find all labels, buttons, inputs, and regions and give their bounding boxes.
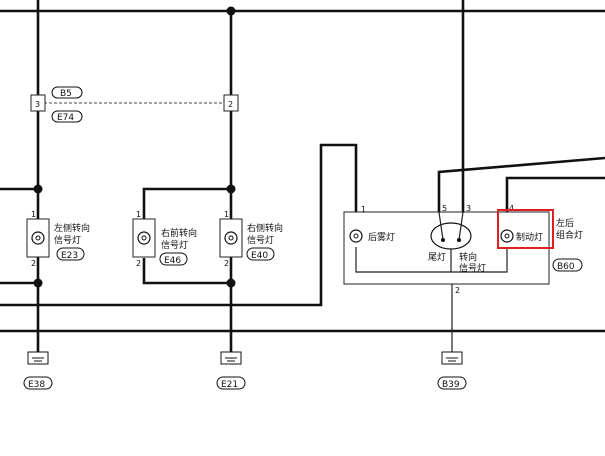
bulb-icon [137, 231, 151, 245]
ground-e21: E21 [216, 351, 246, 390]
connector-pin-box [223, 94, 239, 112]
connector-label-e46: E46 [164, 256, 181, 266]
pin-number: 1 [361, 205, 366, 214]
connector-label-b5: B5 [60, 89, 72, 99]
bulb-icon [224, 231, 238, 245]
lamp-label: 右前转向 [161, 227, 197, 239]
wire-e46-top [142, 187, 231, 228]
ground-e38: E38 [23, 351, 53, 390]
lamp-label: 左侧转向 [54, 222, 90, 234]
filament-lead [458, 211, 464, 241]
pin-number: 2 [224, 259, 229, 268]
lamp-label: 信号灯 [54, 234, 81, 246]
lamp-label: 尾灯 [428, 252, 446, 263]
lamp-b60-combination: 1 后雾灯 5 3 尾灯 转向 信号灯 4 制动灯 左后 组合灯 B60 2 [343, 204, 583, 295]
connector-pin-box [30, 94, 46, 112]
pin-number: 4 [509, 204, 514, 213]
pin-number: 2 [136, 259, 141, 268]
pin-number: 1 [224, 210, 229, 219]
wire-e46-bottom [142, 258, 231, 285]
internal-ground-wire [355, 247, 508, 273]
connector-tag-e23 [56, 247, 85, 261]
filament-lead [438, 211, 444, 241]
wire-tail-feed [437, 156, 605, 228]
pin-number: 2 [455, 286, 460, 295]
lamp-label: 右侧转向 [247, 222, 283, 234]
junction-dots [33, 6, 455, 288]
bulb-filament-icon [504, 233, 510, 239]
pin-number: 3 [35, 100, 40, 109]
lamp-label: 组合灯 [556, 229, 583, 241]
pin-number: 5 [442, 204, 447, 213]
junction-dot [33, 184, 43, 194]
bulb-filament-icon [35, 235, 41, 241]
junction-dot [226, 278, 236, 288]
connector-label-e21: E21 [221, 380, 238, 390]
lamp-label: 信号灯 [161, 239, 188, 251]
connector-tag-e38 [23, 376, 53, 390]
connector-label-e23: E23 [61, 251, 78, 261]
wire-brake-feed [505, 176, 605, 228]
junction-dot [33, 278, 43, 288]
lamp-label: 信号灯 [247, 234, 274, 246]
lamp-label: 后雾灯 [368, 232, 395, 243]
wire-rear-fog-feed [0, 143, 358, 307]
bulb-filament-icon [228, 235, 234, 241]
bulb-icon [31, 231, 45, 245]
lamp-label: 制动灯 [516, 231, 543, 243]
lamp-label: 转向 [459, 251, 477, 263]
connector-tag-b39 [437, 376, 467, 390]
bulb-filament-icon [141, 235, 147, 241]
pin-number: 2 [31, 259, 36, 268]
connector-tag-e40 [246, 247, 275, 261]
lamp-e40: 1 2 右侧转向 信号灯 E40 [219, 210, 283, 268]
bulb-icon-brake [500, 229, 514, 243]
connector-tag-e21 [216, 376, 246, 390]
connector-label-b60: B60 [557, 262, 575, 272]
bulb-filament-icon [353, 233, 359, 239]
lamp-e23: 1 2 左侧转向 信号灯 E23 [26, 210, 90, 268]
lamp-label: 左后 [556, 217, 574, 229]
connector-label-e74: E74 [57, 113, 74, 123]
junction-dot [226, 6, 236, 16]
connector-label-e40: E40 [251, 251, 268, 261]
connector-label-b39: B39 [442, 380, 460, 390]
pin-number: 2 [228, 100, 233, 109]
lamp-e46: 1 2 右前转向 信号灯 E46 [132, 210, 197, 268]
wires [0, 0, 605, 362]
connector-label-e38: E38 [28, 380, 45, 390]
pin-number: 1 [136, 210, 141, 219]
ground-b39: B39 [437, 351, 467, 390]
pin-number: 3 [466, 204, 471, 213]
brake-lamp-highlight [497, 209, 554, 249]
junction-dot [226, 184, 236, 194]
bulb-icon-rear-fog [349, 229, 363, 243]
connector-tag-e46 [159, 252, 188, 266]
connector-tag-b5 [51, 86, 83, 99]
connector-b5-e74: 3 2 B5 E74 [30, 86, 239, 123]
lamp-label: 信号灯 [459, 262, 486, 274]
pin-number: 1 [31, 210, 36, 219]
bulb-icon-tail-turn [430, 222, 472, 250]
connector-tag-e74 [51, 110, 83, 123]
connector-tag-b60 [552, 258, 583, 272]
